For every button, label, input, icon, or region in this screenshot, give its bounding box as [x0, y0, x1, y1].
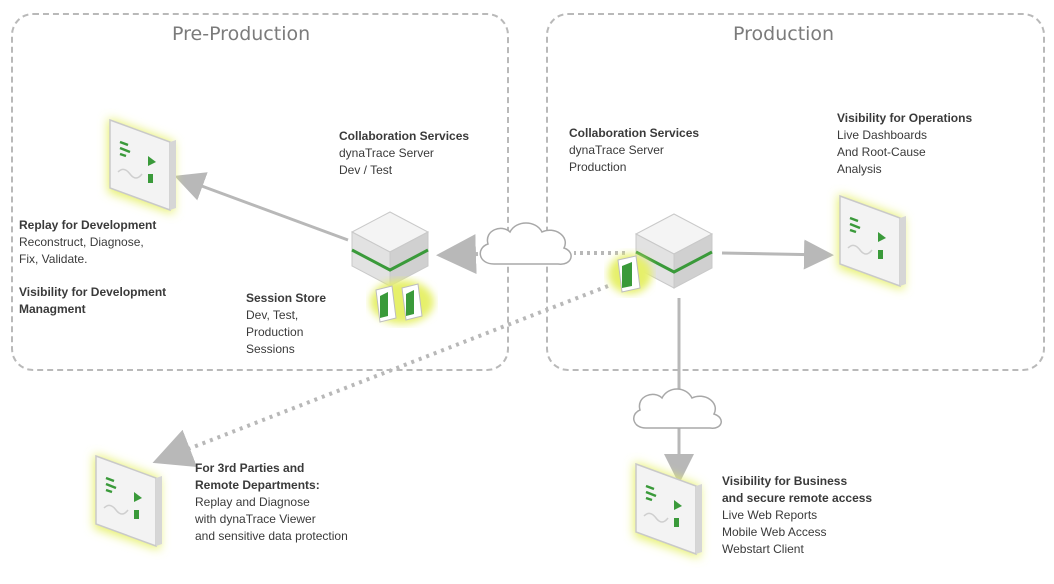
collab-pre-line: dynaTrace Server — [339, 146, 434, 160]
production-title: Production — [733, 23, 835, 45]
arrow-to-operations — [721, 239, 834, 270]
client-device-icon — [838, 194, 906, 290]
cloud-icon — [633, 388, 722, 429]
session-store-label: Session Store Dev, Test, Production Sess… — [246, 290, 326, 358]
collab-pre-label: Collaboration Services dynaTrace Server … — [339, 128, 469, 179]
vis-dev-mgmt-title: Managment — [19, 302, 86, 316]
vis-business-title: Visibility for Business — [722, 474, 848, 488]
vis-ops-line: Live Dashboards — [837, 128, 928, 142]
collab-pre-line: Dev / Test — [339, 163, 393, 177]
replay-dev-label: Replay for Development Reconstruct, Diag… — [19, 217, 156, 268]
client-device-icon — [108, 118, 176, 214]
collab-pre-title: Collaboration Services — [339, 129, 470, 143]
dotted-cloud-to-pre-server — [436, 234, 479, 275]
server-cube-icon — [350, 211, 430, 287]
vis-business-line: Live Web Reports — [722, 508, 818, 522]
vis-ops-label: Visibility for Operations Live Dashboard… — [837, 110, 972, 178]
third-parties-title: For 3rd Parties and — [195, 461, 305, 475]
third-parties-label: For 3rd Parties and Remote Departments: … — [195, 460, 348, 545]
replay-dev-line: Fix, Validate. — [19, 252, 88, 266]
preproduction-title: Pre-Production — [172, 23, 311, 45]
preproduction-zone — [11, 13, 509, 371]
arrow-to-replay-dev — [174, 172, 349, 242]
session-store-line: Production — [246, 325, 304, 339]
vis-business-title: and secure remote access — [722, 491, 873, 505]
vis-ops-line: And Root-Cause — [837, 145, 926, 159]
session-store-line: Dev, Test, — [246, 308, 299, 322]
vis-business-line: Webstart Client — [722, 542, 804, 556]
vis-dev-mgmt-title: Visibility for Development — [19, 285, 167, 299]
vis-ops-title: Visibility for Operations — [837, 111, 973, 125]
vis-business-line: Mobile Web Access — [722, 525, 827, 539]
client-device-icon — [634, 462, 702, 558]
client-device-icon — [94, 454, 162, 550]
replay-dev-line: Reconstruct, Diagnose, — [19, 235, 144, 249]
collab-prod-line: Production — [569, 160, 627, 174]
collab-prod-title: Collaboration Services — [569, 126, 700, 140]
collab-prod-line: dynaTrace Server — [569, 143, 664, 157]
replay-dev-title: Replay for Development — [19, 218, 157, 232]
vis-business-label: Visibility for Business and secure remot… — [722, 473, 872, 558]
third-parties-title: Remote Departments: — [195, 478, 320, 492]
session-store-line: Sessions — [246, 342, 295, 356]
cloud-icon — [479, 222, 572, 265]
session-store-icon — [608, 254, 652, 294]
production-zone — [546, 13, 1045, 371]
vis-ops-line: Analysis — [837, 162, 882, 176]
vis-dev-mgmt-label: Visibility for Development Managment — [19, 284, 166, 318]
third-parties-line: and sensitive data protection — [195, 529, 348, 543]
dotted-to-third-parties — [152, 284, 609, 468]
third-parties-line: with dynaTrace Viewer — [195, 512, 316, 526]
third-parties-line: Replay and Diagnose — [195, 495, 310, 509]
session-store-title: Session Store — [246, 291, 327, 305]
server-cube-icon — [634, 213, 714, 289]
collab-prod-label: Collaboration Services dynaTrace Server … — [569, 125, 699, 176]
session-store-icon — [370, 280, 434, 324]
